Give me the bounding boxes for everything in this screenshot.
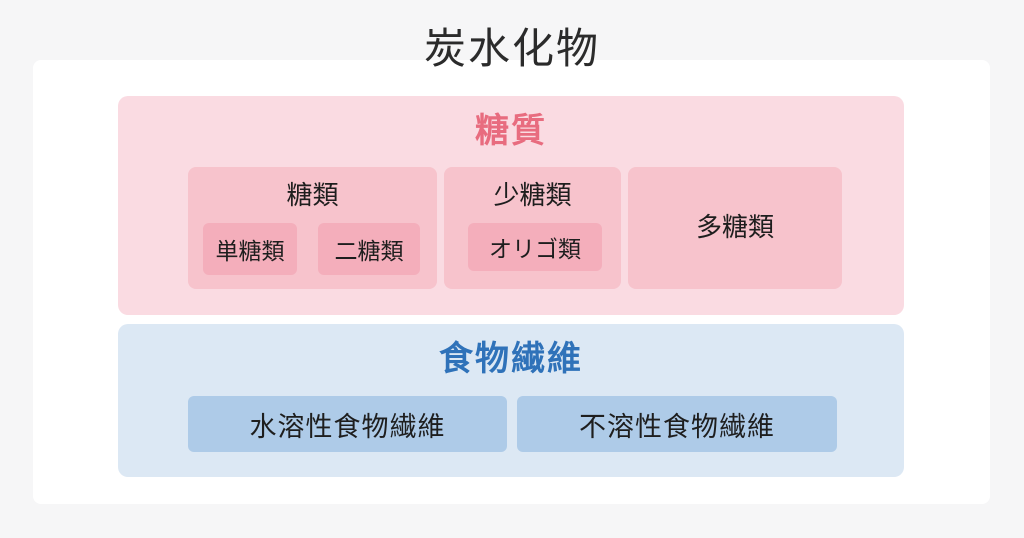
- fiber-section-header: 食物繊維: [439, 339, 583, 379]
- oligosaccharides-label: 少糖類: [493, 181, 572, 211]
- polysaccharides-label: 多糖類: [695, 213, 774, 243]
- sugar-groups-row: 糖類 単糖類 二糖類 少糖類 オリゴ類 多糖類: [188, 167, 842, 289]
- soluble-fiber-box: 水溶性食物繊維: [188, 396, 507, 452]
- page-title: 炭水化物: [423, 24, 600, 73]
- sugar-section-panel: 糖質 糖類 単糖類 二糖類 少糖類 オリゴ類 多糖類: [118, 96, 904, 315]
- sugars-sub-row: 単糖類 二糖類: [203, 223, 420, 275]
- disaccharide-box: 二糖類: [318, 223, 420, 275]
- sugar-group-polysaccharides: 多糖類: [628, 167, 842, 289]
- sugar-section-header: 糖質: [475, 111, 547, 151]
- fiber-boxes-row: 水溶性食物繊維 不溶性食物繊維: [188, 396, 837, 452]
- oligo-type-box: オリゴ類: [468, 223, 602, 271]
- monosaccharide-box: 単糖類: [203, 223, 297, 275]
- fiber-section-panel: 食物繊維 水溶性食物繊維 不溶性食物繊維: [118, 324, 904, 477]
- sugar-group-oligosaccharides: 少糖類 オリゴ類: [444, 167, 621, 289]
- sugar-group-sugars: 糖類 単糖類 二糖類: [188, 167, 437, 289]
- sugar-group-sugars-label: 糖類: [286, 181, 339, 211]
- insoluble-fiber-box: 不溶性食物繊維: [517, 396, 837, 452]
